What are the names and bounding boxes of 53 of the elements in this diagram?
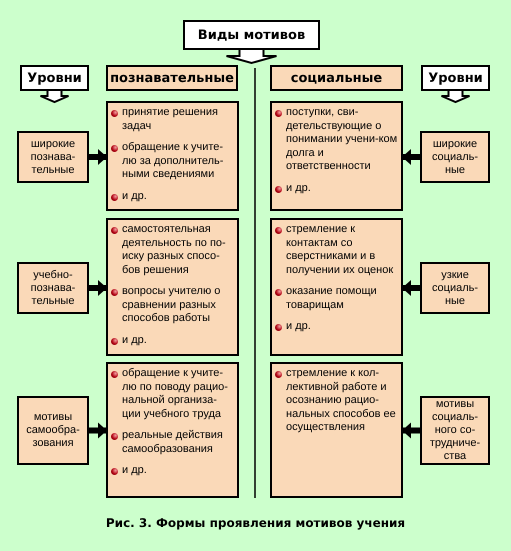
block-arrow (440, 90, 470, 104)
list-item-text: и др. (122, 334, 148, 347)
heading-box (183, 20, 320, 50)
heading-box (106, 65, 238, 91)
caption: Рис. 3. Формы проявления мотивов учения (106, 516, 406, 530)
level-box (420, 131, 490, 183)
heading-box (20, 65, 89, 91)
heading-box (270, 65, 403, 91)
level-label: учебно-познава-тельные (30, 268, 76, 308)
heading-text: Уровни (428, 70, 483, 86)
list-item-text: и др. (286, 320, 312, 334)
arrow (89, 149, 107, 165)
level-box (420, 262, 490, 314)
list-item-text: стремление к контактам со сверстниками и в получении их оценок (286, 223, 394, 277)
list-box (106, 101, 239, 211)
level-label: мотивы социаль-ного со-трудниче-ства (428, 398, 482, 463)
list-item-text: самостоятельная деятельность по по-иску разных спосо-бов решения (122, 223, 227, 277)
arrow (89, 280, 107, 296)
list-item-text: и др. (286, 182, 312, 195)
arrow (402, 280, 420, 296)
heading-text: Виды мотивов (198, 28, 306, 42)
block-arrow (226, 49, 278, 64)
list-item-text: обращение к учите-лю по поводу рацио-нальной организа-ции учебного труда (122, 367, 229, 421)
list-item-text: поступки, сви-детельствующие о понимании учени-ком долга и ответственности (286, 106, 398, 174)
list-box (270, 218, 403, 356)
heading-text: социальные (290, 70, 382, 86)
heading-box (421, 65, 490, 91)
block-arrow (40, 90, 70, 104)
level-label: мотивы самообра-зования (25, 411, 81, 450)
list-item-text: и др. (122, 190, 148, 203)
list-item-text: стремление к кол-лективной работе и осознанию рацио-нальных способов ее осуществления (286, 367, 397, 434)
list-box (106, 362, 239, 498)
level-box (17, 396, 89, 465)
level-label: узкие социаль-ные (430, 268, 480, 308)
arrow (402, 149, 420, 165)
heading-text: познавательные (110, 70, 234, 86)
list-item-text: оказание помощи товарищам (286, 285, 378, 312)
heading-text: Уровни (27, 70, 82, 86)
level-label: широкие познава-тельные (30, 138, 76, 176)
arrow (402, 422, 420, 438)
list-box (270, 101, 403, 211)
level-box (17, 131, 89, 183)
list-item-text: вопросы учителю о сравнении разных способов работы (122, 285, 222, 326)
list-item-text: принятие решения задач (122, 106, 219, 133)
list-box (106, 218, 239, 356)
list-item-text: обращение к учите-лю за дополнитель-ными сведениями (122, 141, 224, 182)
level-label: широкие социаль-ные (430, 138, 480, 176)
list-item-text: реальные действия самообразования (122, 429, 224, 456)
arrow (89, 422, 107, 438)
level-box (420, 396, 490, 465)
list-item-text: и др. (122, 464, 148, 478)
level-box (17, 262, 89, 314)
list-box (270, 362, 403, 498)
